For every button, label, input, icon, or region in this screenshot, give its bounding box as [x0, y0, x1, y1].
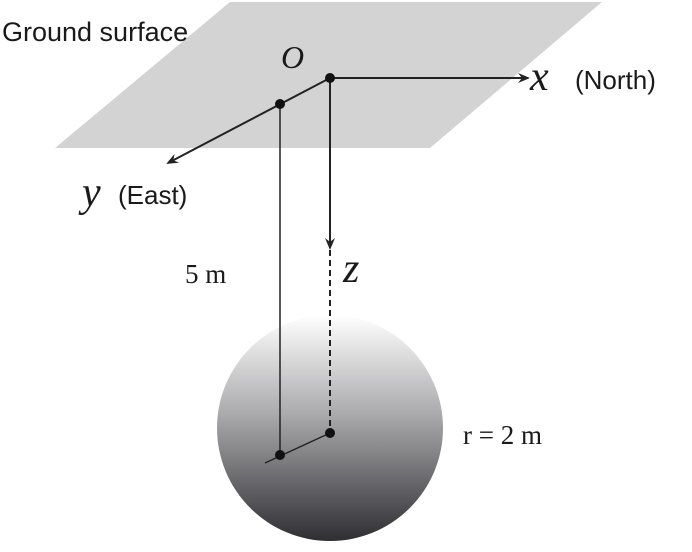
y-axis-symbol: y — [78, 170, 101, 216]
depth-label: 5 m — [185, 259, 226, 289]
origin-point — [325, 73, 335, 83]
origin-label: O — [281, 39, 304, 75]
y-axis-arrow — [166, 77, 331, 164]
sphere-center-point — [325, 428, 335, 438]
ground-surface-label: Ground surface — [2, 17, 188, 47]
x-axis-direction-label: (North) — [575, 65, 656, 95]
center-offset-line — [264, 432, 331, 464]
z-axis-symbol: z — [342, 246, 359, 292]
surface-reference-point — [275, 99, 285, 109]
x-axis-symbol: x — [529, 54, 549, 100]
radius-label: r = 2 m — [463, 420, 542, 450]
y-axis-direction-label: (East) — [118, 180, 187, 210]
bottom-reference-point — [275, 450, 285, 460]
